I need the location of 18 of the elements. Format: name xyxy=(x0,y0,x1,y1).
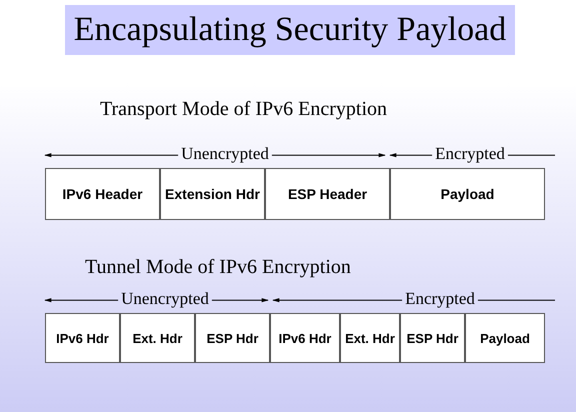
packet-field: IPv6 Hdr xyxy=(45,313,120,363)
packet-field: Extension Hdr xyxy=(160,168,265,220)
slide-title: Encapsulating Security Payload xyxy=(65,5,515,55)
span-label: Encrypted xyxy=(435,144,505,164)
section-heading: Transport Mode of IPv6 Encryption xyxy=(100,98,388,121)
packet-field: ESP Hdr xyxy=(400,313,465,363)
packet-field: IPv6 Header xyxy=(45,168,160,220)
packet-field: ESP Hdr xyxy=(195,313,270,363)
span-label: Encrypted xyxy=(405,289,475,309)
span-label: Unencrypted xyxy=(121,289,209,309)
span-label: Unencrypted xyxy=(181,144,269,164)
packet-field: Payload xyxy=(390,168,545,220)
packet-field: Ext. Hdr xyxy=(340,313,400,363)
section-heading: Tunnel Mode of IPv6 Encryption xyxy=(85,256,351,279)
packet-field: Ext. Hdr xyxy=(120,313,195,363)
packet-field: IPv6 Hdr xyxy=(270,313,340,363)
packet-field: Payload xyxy=(465,313,545,363)
packet-field: ESP Header xyxy=(265,168,390,220)
